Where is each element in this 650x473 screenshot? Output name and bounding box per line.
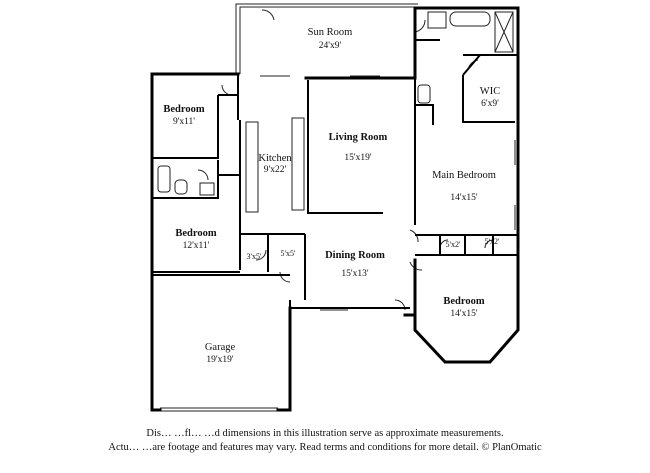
- interior-walls: [152, 39, 518, 310]
- disclaimer-line-2: Actu… …are footage and features may vary…: [108, 442, 542, 453]
- garage-name: Garage: [205, 342, 236, 353]
- sun-room-dim: 24'x9': [319, 41, 342, 51]
- bedroom-w-name: Bedroom: [175, 228, 216, 239]
- label-garage: Garage 19'x19': [205, 342, 236, 365]
- dining-room-name: Dining Room: [325, 250, 385, 261]
- label-wic: WIC 6'x9': [480, 86, 500, 109]
- label-bedroom-w: Bedroom 12'x11': [175, 228, 216, 251]
- label-dining-room: Dining Room 15'x13': [325, 250, 385, 279]
- bedroom-nw-dim: 9'x11': [173, 117, 195, 127]
- sun-room-name: Sun Room: [308, 27, 353, 38]
- closet-5x2-a-dim: 5'x2': [446, 240, 461, 249]
- exterior-walls: [150, 6, 520, 412]
- label-kitchen: Kitchen 9'x22': [258, 153, 292, 175]
- dining-room-dim: 15'x13': [341, 269, 368, 279]
- label-sun-room: Sun Room 24'x9': [308, 27, 353, 51]
- thin-walls: [151, 3, 516, 412]
- main-bedroom-dim: 14'x15': [450, 193, 477, 203]
- bedroom-w-dim: 12'x11': [183, 241, 210, 251]
- label-living-room: Living Room 15'x19': [329, 132, 388, 163]
- wic-name: WIC: [480, 86, 500, 97]
- label-bedroom-nw: Bedroom 9'x11': [163, 104, 204, 127]
- closet-5x5-dim: 5'x5': [281, 249, 296, 258]
- kitchen-name: Kitchen: [258, 153, 292, 164]
- wic-dim: 6'x9': [481, 99, 499, 109]
- closet-5x2-b-dim: 5'x2': [485, 237, 500, 246]
- main-bedroom-name: Main Bedroom: [432, 170, 496, 181]
- label-main-bedroom: Main Bedroom 14'x15': [432, 170, 496, 203]
- closet-3x5-dim: 3'x5': [247, 252, 262, 261]
- garage-dim: 19'x19': [206, 355, 233, 365]
- living-room-dim: 15'x19': [344, 153, 371, 163]
- label-bedroom-se: Bedroom 14'x15': [443, 296, 484, 319]
- bedroom-nw-name: Bedroom: [163, 104, 204, 115]
- bedroom-se-dim: 14'x15': [450, 309, 477, 319]
- bedroom-se-name: Bedroom: [443, 296, 484, 307]
- kitchen-dim: 9'x22': [264, 165, 287, 175]
- disclaimer-line-1: Dis… …fl… …d dimensions in this illustra…: [146, 428, 504, 439]
- living-room-name: Living Room: [329, 132, 388, 143]
